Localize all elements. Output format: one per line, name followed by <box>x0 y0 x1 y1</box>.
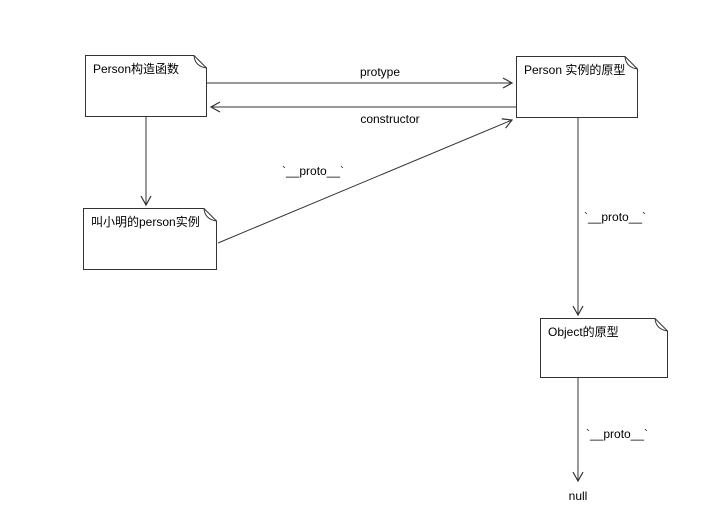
terminal-null-label: null <box>568 489 588 503</box>
node-person-instance: 叫小明的person实例 <box>83 208 217 270</box>
note-shape <box>516 56 638 118</box>
node-label: Person构造函数 <box>93 62 180 76</box>
note-shape <box>540 318 668 378</box>
node-label: Object的原型 <box>548 325 619 339</box>
edge-proto-instance-arrow <box>217 118 514 244</box>
edge-label-proto-person: `__proto__` <box>584 210 647 224</box>
node-label: Person 实例的原型 <box>524 63 626 77</box>
note-fold-icon <box>203 208 217 222</box>
edge-label-prototype: protype <box>359 65 401 79</box>
note-fold-icon <box>654 318 668 332</box>
edge-label-constructor: constructor <box>360 112 420 126</box>
node-label: 叫小明的person实例 <box>91 215 200 229</box>
node-person-prototype: Person 实例的原型 <box>516 56 638 118</box>
note-shape <box>83 208 217 270</box>
note-fold-icon <box>624 56 638 70</box>
edge-label-proto-object: `__proto__` <box>586 427 649 441</box>
edge-label-proto-instance: `__proto__` <box>282 164 345 178</box>
note-fold-icon <box>193 55 207 69</box>
node-person-constructor: Person构造函数 <box>85 55 207 117</box>
note-shape <box>85 55 207 117</box>
node-object-prototype: Object的原型 <box>540 318 668 378</box>
